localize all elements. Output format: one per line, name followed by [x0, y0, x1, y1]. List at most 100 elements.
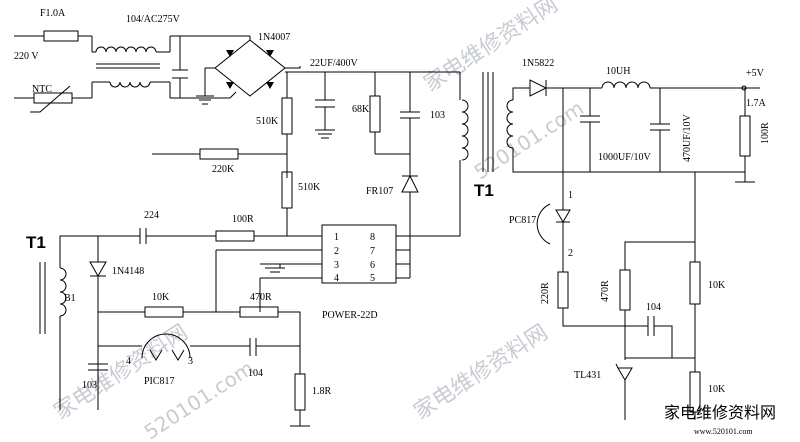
- capacitor-103-left: [88, 363, 108, 371]
- capacitor-104-left: [249, 338, 300, 356]
- r10k-left-label: 10K: [152, 292, 170, 303]
- choke-core: [96, 63, 160, 69]
- logo-chinese-text: 家电维修资料网: [664, 404, 776, 422]
- ic-name-label: POWER-22D: [322, 310, 378, 321]
- transformer-core: [482, 72, 494, 172]
- pic817-label: PIC817: [144, 376, 175, 387]
- ic-power22d: 1 2 3 4 8 7 6 5 POWER-22D: [216, 224, 411, 321]
- primary-side: 22UF/400V 510K 220K 510K 68K 103 FR107: [152, 58, 460, 237]
- diode-fr107: [401, 174, 419, 236]
- pic817-transistor: [149, 349, 185, 361]
- x-cap-label: 104/AC275V: [126, 14, 181, 25]
- secondary-output: 1N5822 10UH +5V 1.7A 1000UF/10V 470UF/10…: [509, 58, 771, 420]
- bulk-cap-label: 22UF/400V: [310, 58, 359, 69]
- capacitor-103-snubber: [400, 72, 420, 176]
- c470uf-label: 470UF/10V: [682, 113, 693, 162]
- resistor-100r-input: [215, 230, 255, 242]
- watermark-text-1: 家电维修资料网: [420, 0, 563, 97]
- t1-aux-label: T1: [26, 233, 46, 252]
- c103-snubber-label: 103: [430, 110, 445, 121]
- t1-main-label: T1: [474, 181, 494, 200]
- auxiliary-circuit: T1 B1 224 100R 1N4148 10K 470R 4 3 PIC81…: [26, 210, 332, 427]
- input-voltage-label: 220 V: [14, 51, 39, 62]
- c104-right-label: 104: [646, 302, 661, 313]
- c103-left-label: 103: [82, 380, 97, 391]
- r510k-top-label: 510K: [256, 116, 279, 127]
- output-terminal: [741, 85, 747, 91]
- bridge-rectifier: [214, 39, 286, 97]
- capacitor-470uf: [650, 88, 670, 172]
- watermark-url-1: 520101.com: [470, 96, 588, 184]
- tl431: [615, 363, 633, 381]
- pc817-led: [555, 209, 571, 223]
- capacitor-1000uf: [580, 88, 600, 172]
- resistor-10k-bottom: [689, 371, 701, 413]
- primary-winding: [461, 99, 469, 161]
- c104-left-label: 104: [248, 368, 263, 379]
- watermark-url-2: 520101.com: [140, 356, 258, 442]
- ic-pin3-label: 3: [334, 260, 339, 271]
- transformer-main: T1: [410, 72, 745, 237]
- resistor-68k: [369, 95, 381, 133]
- ground-bridge: [196, 95, 214, 105]
- choke-winding-bottom: [109, 81, 151, 88]
- inductor-label: 10UH: [606, 66, 630, 77]
- pic817-pin3: 3: [188, 356, 193, 367]
- c224-label: 224: [144, 210, 159, 221]
- pc817-pin1: 1: [568, 190, 573, 201]
- ic-pin1-label: 1: [334, 232, 339, 243]
- r510k-mid-label: 510K: [298, 182, 321, 193]
- site-logo: 家电维修资料网 www.520101.com: [664, 404, 776, 436]
- pc817-label: PC817: [509, 215, 536, 226]
- r220r-label: 220R: [540, 282, 551, 304]
- ground-ic: [260, 263, 290, 273]
- pc817-body: [536, 203, 551, 245]
- d1n4148-label: 1N4148: [112, 266, 144, 277]
- r1-8r-label: 1.8R: [312, 386, 332, 397]
- d1n5822-label: 1N5822: [522, 58, 554, 69]
- secondary-winding: [506, 99, 514, 149]
- aux-transformer-core: [39, 262, 46, 334]
- c1000uf-label: 1000UF/10V: [598, 152, 652, 163]
- ntc-thermistor: [33, 92, 73, 104]
- aux-winding: [59, 267, 67, 317]
- r10k-bottom-label: 10K: [708, 384, 726, 395]
- capacitor-104-right: [625, 316, 673, 359]
- diode-1n4148: [89, 236, 107, 410]
- bulk-capacitor: [315, 72, 335, 130]
- ntc-label: NTC: [32, 84, 52, 95]
- ic-pin7-label: 7: [370, 246, 375, 257]
- x-capacitor: [172, 36, 188, 98]
- resistor-510k-top: [281, 97, 293, 135]
- ic-pin8-label: 8: [370, 232, 375, 243]
- capacitor-224: [139, 228, 216, 244]
- pc817-pin2: 2: [568, 248, 573, 259]
- ic-pin2-label: 2: [334, 246, 339, 257]
- r220k-label: 220K: [212, 164, 235, 175]
- ic-pin4-label: 4: [334, 273, 339, 284]
- ic-body: [321, 224, 397, 284]
- fuse-label: F1.0A: [40, 8, 66, 19]
- resistor-470r-right: [619, 269, 631, 311]
- logo-url-text: www.520101.com: [694, 427, 753, 436]
- resistor-100r-output: [739, 115, 751, 157]
- output-voltage-label: +5V: [746, 68, 765, 79]
- resistor-220k: [199, 148, 239, 160]
- ic-pin5-label: 5: [370, 273, 375, 284]
- r470r-left-label: 470R: [250, 292, 272, 303]
- ic-pin6-label: 6: [370, 260, 375, 271]
- resistor-1-8r: [294, 373, 306, 411]
- ac-input: 220 V F1.0A NTC 104/AC275V 1N4007: [14, 8, 301, 113]
- bridge-label: 1N4007: [258, 32, 290, 43]
- r10k-top-label: 10K: [708, 280, 726, 291]
- b1-label: B1: [64, 293, 76, 304]
- resistor-10k-left: [144, 306, 184, 318]
- fuse: [43, 30, 79, 42]
- choke-winding-top: [95, 46, 157, 53]
- diode-1n5822: [529, 79, 548, 97]
- tl431-label: TL431: [574, 370, 601, 381]
- pic817-pin4: 4: [126, 356, 131, 367]
- resistor-220r: [557, 271, 569, 309]
- pic817-body: [141, 333, 191, 359]
